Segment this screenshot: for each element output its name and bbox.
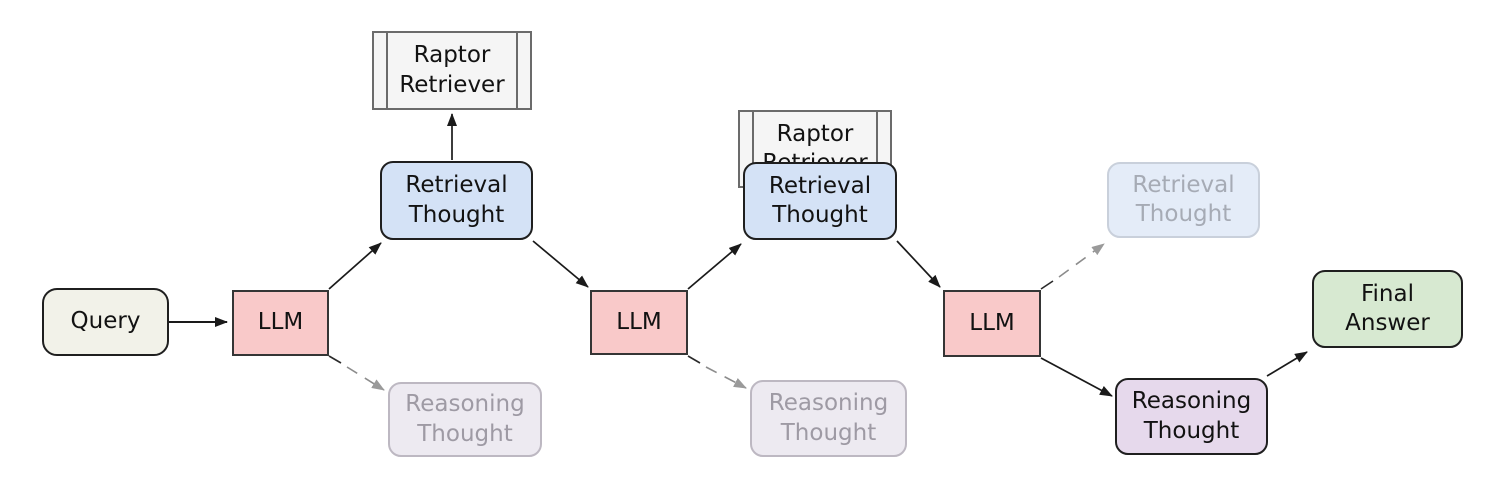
node-llm-2: LLM	[590, 290, 688, 355]
node-label: Raptor Retriever	[399, 42, 505, 98]
node-reasoning-thought-final: Reasoning Thought	[1115, 378, 1268, 455]
node-label: Final Answer	[1345, 280, 1430, 336]
node-label: Reasoning Thought	[405, 391, 525, 447]
edge-reasoning3-to-final	[1266, 351, 1308, 377]
edge-retrieval2-to-llm3	[896, 240, 941, 288]
node-retrieval-thought-2: Retrieval Thought	[743, 162, 897, 240]
node-label: Reasoning Thought	[1131, 388, 1252, 444]
edge-llm3-to-retrieval3-stub	[1040, 280, 1054, 290]
edge-llm1-to-reasoning1-dashed	[346, 366, 385, 391]
node-label: LLM	[257, 309, 304, 336]
edge-llm2-to-retrieval2	[687, 243, 742, 290]
node-llm-1: LLM	[232, 290, 329, 356]
node-retrieval-thought-1: Retrieval Thought	[380, 161, 533, 240]
edge-retrieval1-to-llm2	[532, 240, 589, 288]
node-label: Retrieval Thought	[768, 172, 872, 228]
edge-llm1-to-reasoning1-stub	[328, 355, 342, 364]
node-label: Retrieval Thought	[1132, 171, 1235, 227]
edge-llm1-to-retrieval1	[328, 242, 382, 290]
node-retrieval-thought-faded: Retrieval Thought	[1107, 162, 1260, 238]
node-reasoning-thought-faded-1: Reasoning Thought	[388, 382, 542, 457]
node-label: Reasoning Thought	[768, 390, 889, 446]
node-reasoning-thought-faded-2: Reasoning Thought	[750, 380, 907, 457]
node-label: LLM	[616, 308, 662, 335]
edge-llm2-to-reasoning2-dashed	[705, 366, 747, 389]
node-label: LLM	[969, 309, 1015, 336]
node-final-answer: Final Answer	[1312, 270, 1463, 348]
edge-llm3-to-reasoning3	[1040, 357, 1113, 397]
node-raptor-retriever-1: Raptor Retriever	[372, 31, 532, 110]
edge-llm2-to-reasoning2-stub	[687, 355, 701, 364]
node-label: Query	[70, 308, 141, 335]
edge-llm3-to-retrieval3-dashed	[1058, 243, 1105, 278]
node-llm-3: LLM	[943, 290, 1041, 357]
node-query: Query	[42, 288, 169, 356]
node-label: Retrieval Thought	[405, 172, 508, 228]
